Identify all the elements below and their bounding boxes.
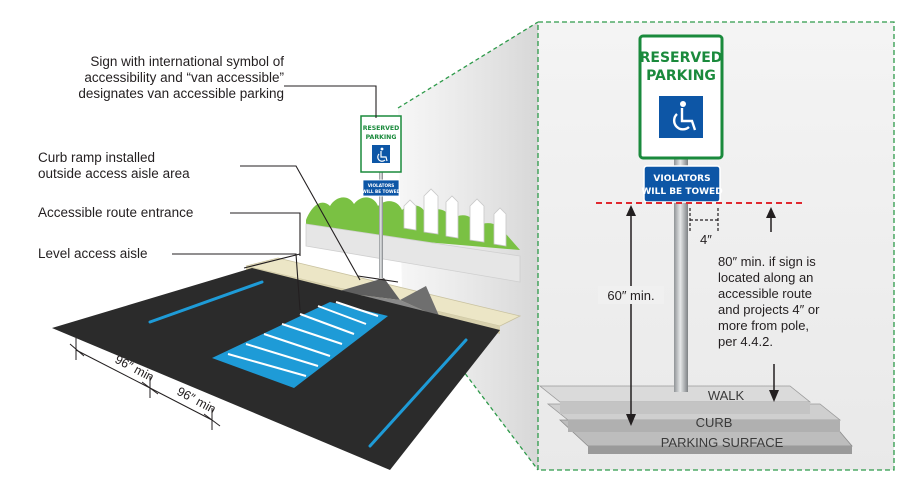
curb-label: CURB: [696, 415, 733, 430]
callout-curb-line-2: outside access aisle area: [38, 166, 190, 181]
height-note-80: 80″ min. if sign is located along an acc…: [718, 254, 820, 349]
detail-plate-line1: VIOLATORS: [653, 174, 710, 184]
detail-plate-line2: WILL BE TOWED: [641, 187, 722, 197]
height-label-60: 60″ min.: [607, 288, 654, 303]
small-sign-pole: [379, 170, 383, 278]
aisle-hatch-lines: [227, 301, 379, 377]
fence: [403, 188, 507, 247]
height-arrow-80-top: [766, 207, 776, 218]
note-line-6: per 4.4.2.: [718, 334, 773, 349]
callout-level-aisle: Level access aisle: [38, 246, 178, 262]
callout-leaders: [172, 85, 399, 311]
detail-sign-pole: [674, 150, 688, 392]
callout-curb-ramp: Curb ramp installed outside access aisle…: [38, 150, 238, 182]
parking-surface-face: [588, 446, 852, 454]
callout-route-text: Accessible route entrance: [38, 205, 194, 220]
callout-curb-line-1: Curb ramp installed: [38, 150, 156, 165]
note-line-2: located along an: [718, 270, 813, 285]
height-arrow-80-bottom: [769, 390, 779, 402]
small-sign-line2: PARKING: [366, 134, 397, 141]
curb-ramp-right: [400, 286, 440, 318]
projection-label: 4″: [700, 232, 712, 247]
walk-face: [560, 402, 810, 414]
callout-sign-line-2: accessibility and “van accessible”: [84, 70, 284, 85]
small-reserved-sign: RESERVED PARKING: [360, 115, 402, 173]
small-violators-plate: VIOLATORS WILL BE TOWED: [362, 179, 400, 197]
detail-sign-line2: PARKING: [646, 68, 716, 84]
note-line-1: 80″ min. if sign is: [718, 254, 816, 269]
small-plate-line1: VIOLATORS: [368, 183, 395, 188]
parking-stripes: [148, 280, 468, 448]
projection-beam: [398, 22, 538, 470]
callout-sign-line-1: Sign with international symbol of: [90, 54, 284, 69]
callout-sign-line-3: designates van accessible parking: [78, 86, 284, 101]
walk-label: WALK: [708, 388, 745, 403]
detail-reserved-sign: RESERVED PARKING: [638, 34, 724, 160]
note-line-3: accessible route: [718, 286, 812, 301]
callout-aisle-text: Level access aisle: [38, 246, 148, 261]
projection-marker: [689, 208, 719, 232]
small-plate-line2: WILL BE TOWED: [362, 189, 400, 194]
projection-line-top: [397, 21, 539, 109]
height-arrow-60-top: [626, 205, 636, 216]
note-line-4: and projects 4″ or: [718, 302, 820, 317]
callout-route-entrance: Accessible route entrance: [38, 205, 238, 221]
curb-ramp-left: [336, 278, 400, 300]
note-line-5: more from pole,: [718, 318, 809, 333]
height-arrow-60-bottom: [626, 414, 636, 426]
retaining-wall: [305, 223, 521, 283]
curb-face: [568, 420, 840, 432]
callout-sign-symbol: Sign with international symbol of access…: [8, 54, 284, 102]
small-sign-line1: RESERVED: [363, 125, 400, 132]
dimension-lines: [69, 338, 221, 430]
detail-violators-plate: VIOLATORS WILL BE TOWED: [641, 165, 723, 203]
parking-surface-label: PARKING SURFACE: [661, 435, 784, 450]
detail-sign-line1: RESERVED: [640, 50, 723, 66]
